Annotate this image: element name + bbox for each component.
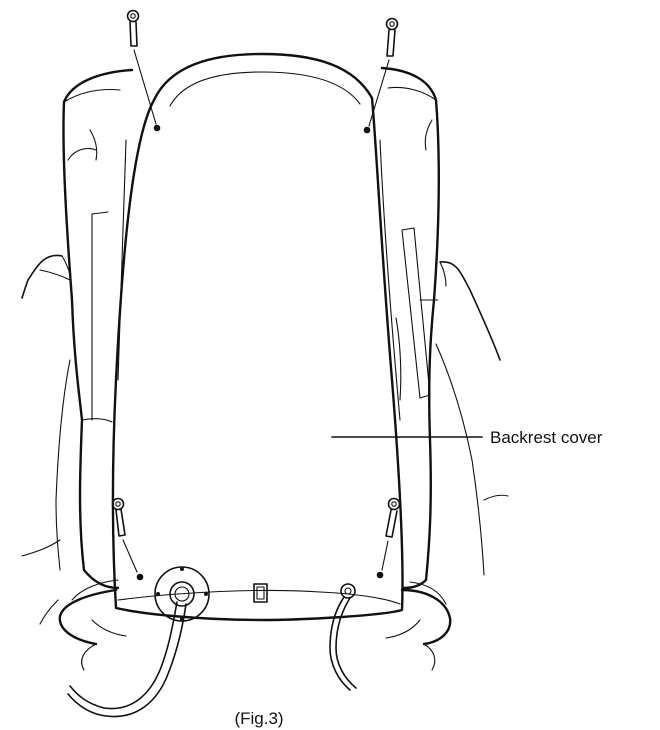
right-armrest-outline (435, 261, 509, 576)
top-right-bolt (363, 17, 399, 134)
top-left-bolt (126, 9, 161, 132)
connector-cable (67, 601, 187, 718)
backrest-cover-panel (111, 52, 404, 622)
dc-plug (329, 583, 357, 691)
bottom-right-bolt (376, 497, 401, 579)
top-left-screw-hole (153, 124, 161, 132)
callout-label: Backrest cover (490, 428, 603, 447)
right-side-cushion (380, 66, 440, 590)
left-side-cushion (62, 68, 134, 590)
rocker-switch (253, 583, 268, 603)
left-armrest-outline (21, 254, 71, 625)
top-right-screw-hole (363, 126, 371, 134)
bottom-left-bolt (111, 497, 144, 581)
seat-base-roll (58, 579, 452, 671)
bottom-right-screw-hole (376, 571, 384, 579)
figure-caption: (Fig.3) (234, 709, 283, 728)
bottom-left-screw-hole (136, 573, 144, 581)
